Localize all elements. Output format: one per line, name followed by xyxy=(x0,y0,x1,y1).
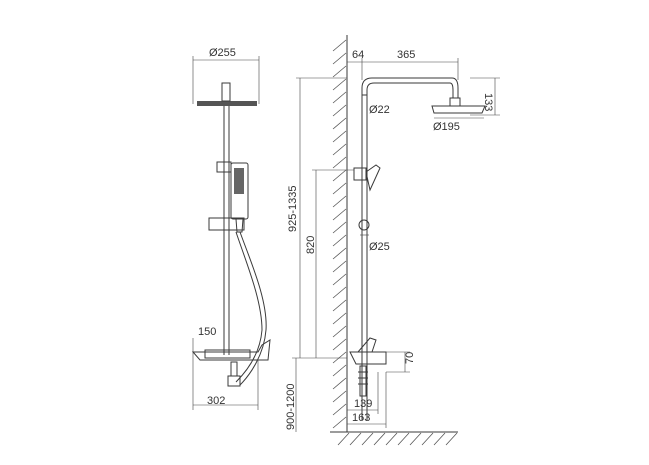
pipe-diameter-top-label: Ø22 xyxy=(369,104,390,116)
floor-hatch-stroke xyxy=(337,432,350,446)
side-shower-arm xyxy=(361,77,459,420)
floor-hatch-stroke xyxy=(349,432,362,446)
wall-hatch-stroke xyxy=(332,351,347,364)
wall-hatch-stroke xyxy=(332,416,347,429)
wall-hatch-stroke xyxy=(332,156,347,169)
side-mixer-body xyxy=(349,351,387,365)
wall-hatch-stroke xyxy=(332,39,347,52)
floor-height-range-label: 900-1200 xyxy=(285,384,297,431)
floor-hatch-stroke xyxy=(409,432,422,446)
arm-length-label: 365 xyxy=(397,49,415,61)
floor-hatch-stroke xyxy=(373,432,386,446)
wall-hatch-stroke xyxy=(332,377,347,390)
front-view: Ø255 150 302 xyxy=(191,47,271,410)
wall-hatch-stroke xyxy=(332,273,347,286)
wall-hatch-stroke xyxy=(332,286,347,299)
floor-hatch-stroke xyxy=(385,432,398,446)
wall-hatch-stroke xyxy=(332,104,347,117)
floor-hatch xyxy=(337,432,458,446)
wall-hatch-stroke xyxy=(332,91,347,104)
wall-hatch-stroke xyxy=(332,364,347,377)
front-hand-shower-face xyxy=(234,168,244,194)
floor-hatch-stroke xyxy=(445,432,458,446)
wall-offset-label: 64 xyxy=(352,49,364,61)
side-spout xyxy=(359,365,367,397)
wall-hatch-stroke xyxy=(332,195,347,208)
wall-hatch-stroke xyxy=(332,390,347,403)
outlet-offset-short-label: 139 xyxy=(354,398,372,410)
front-slide-bar xyxy=(208,217,245,231)
wall-hatch-stroke xyxy=(332,130,347,143)
front-hose xyxy=(239,231,267,386)
front-head-connector xyxy=(221,82,231,102)
side-hand-shower xyxy=(365,164,381,192)
slide-height-label: 820 xyxy=(305,236,317,254)
wall-hatch-stroke xyxy=(332,52,347,65)
front-shower-head xyxy=(197,101,257,106)
wall-hatch-stroke xyxy=(332,234,347,247)
wall-hatch-stroke xyxy=(332,221,347,234)
wall-hatch-stroke xyxy=(332,247,347,260)
floor-hatch-stroke xyxy=(397,432,410,446)
side-view: 64 365 133 Ø195 Ø22 Ø25 925-1335 820 xyxy=(285,35,500,446)
side-head-diameter-label: Ø195 xyxy=(433,121,460,133)
front-mixer-depth-label: 150 xyxy=(198,326,216,338)
front-mixer-body xyxy=(191,339,271,361)
side-shower-head xyxy=(431,105,486,114)
wall-hatch-stroke xyxy=(332,169,347,182)
mixer-height-label: 70 xyxy=(404,352,416,364)
wall-hatch-stroke xyxy=(332,65,347,78)
side-holder xyxy=(353,167,367,181)
wall-hatch xyxy=(332,39,347,429)
wall-hatch-stroke xyxy=(332,338,347,351)
pipe-diameter-lower-label: Ø25 xyxy=(369,241,390,253)
front-head-diameter-label: Ø255 xyxy=(209,47,236,59)
floor-hatch-stroke xyxy=(433,432,446,446)
wall-hatch-stroke xyxy=(332,312,347,325)
wall-hatch-stroke xyxy=(332,143,347,156)
wall-hatch-stroke xyxy=(332,182,347,195)
floor-hatch-stroke xyxy=(361,432,374,446)
outlet-offset-long-label: 163 xyxy=(352,412,370,424)
wall-hatch-stroke xyxy=(332,208,347,221)
wall-hatch-stroke xyxy=(332,117,347,130)
wall-hatch-stroke xyxy=(332,325,347,338)
wall-hatch-stroke xyxy=(332,299,347,312)
side-slide-knob xyxy=(358,219,370,231)
floor-hatch-stroke xyxy=(421,432,434,446)
front-base-width-label: 302 xyxy=(207,395,225,407)
total-height-range-label: 925-1335 xyxy=(287,186,299,233)
wall-hatch-stroke xyxy=(332,403,347,416)
wall-hatch-stroke xyxy=(332,78,347,91)
wall-hatch-stroke xyxy=(332,260,347,273)
